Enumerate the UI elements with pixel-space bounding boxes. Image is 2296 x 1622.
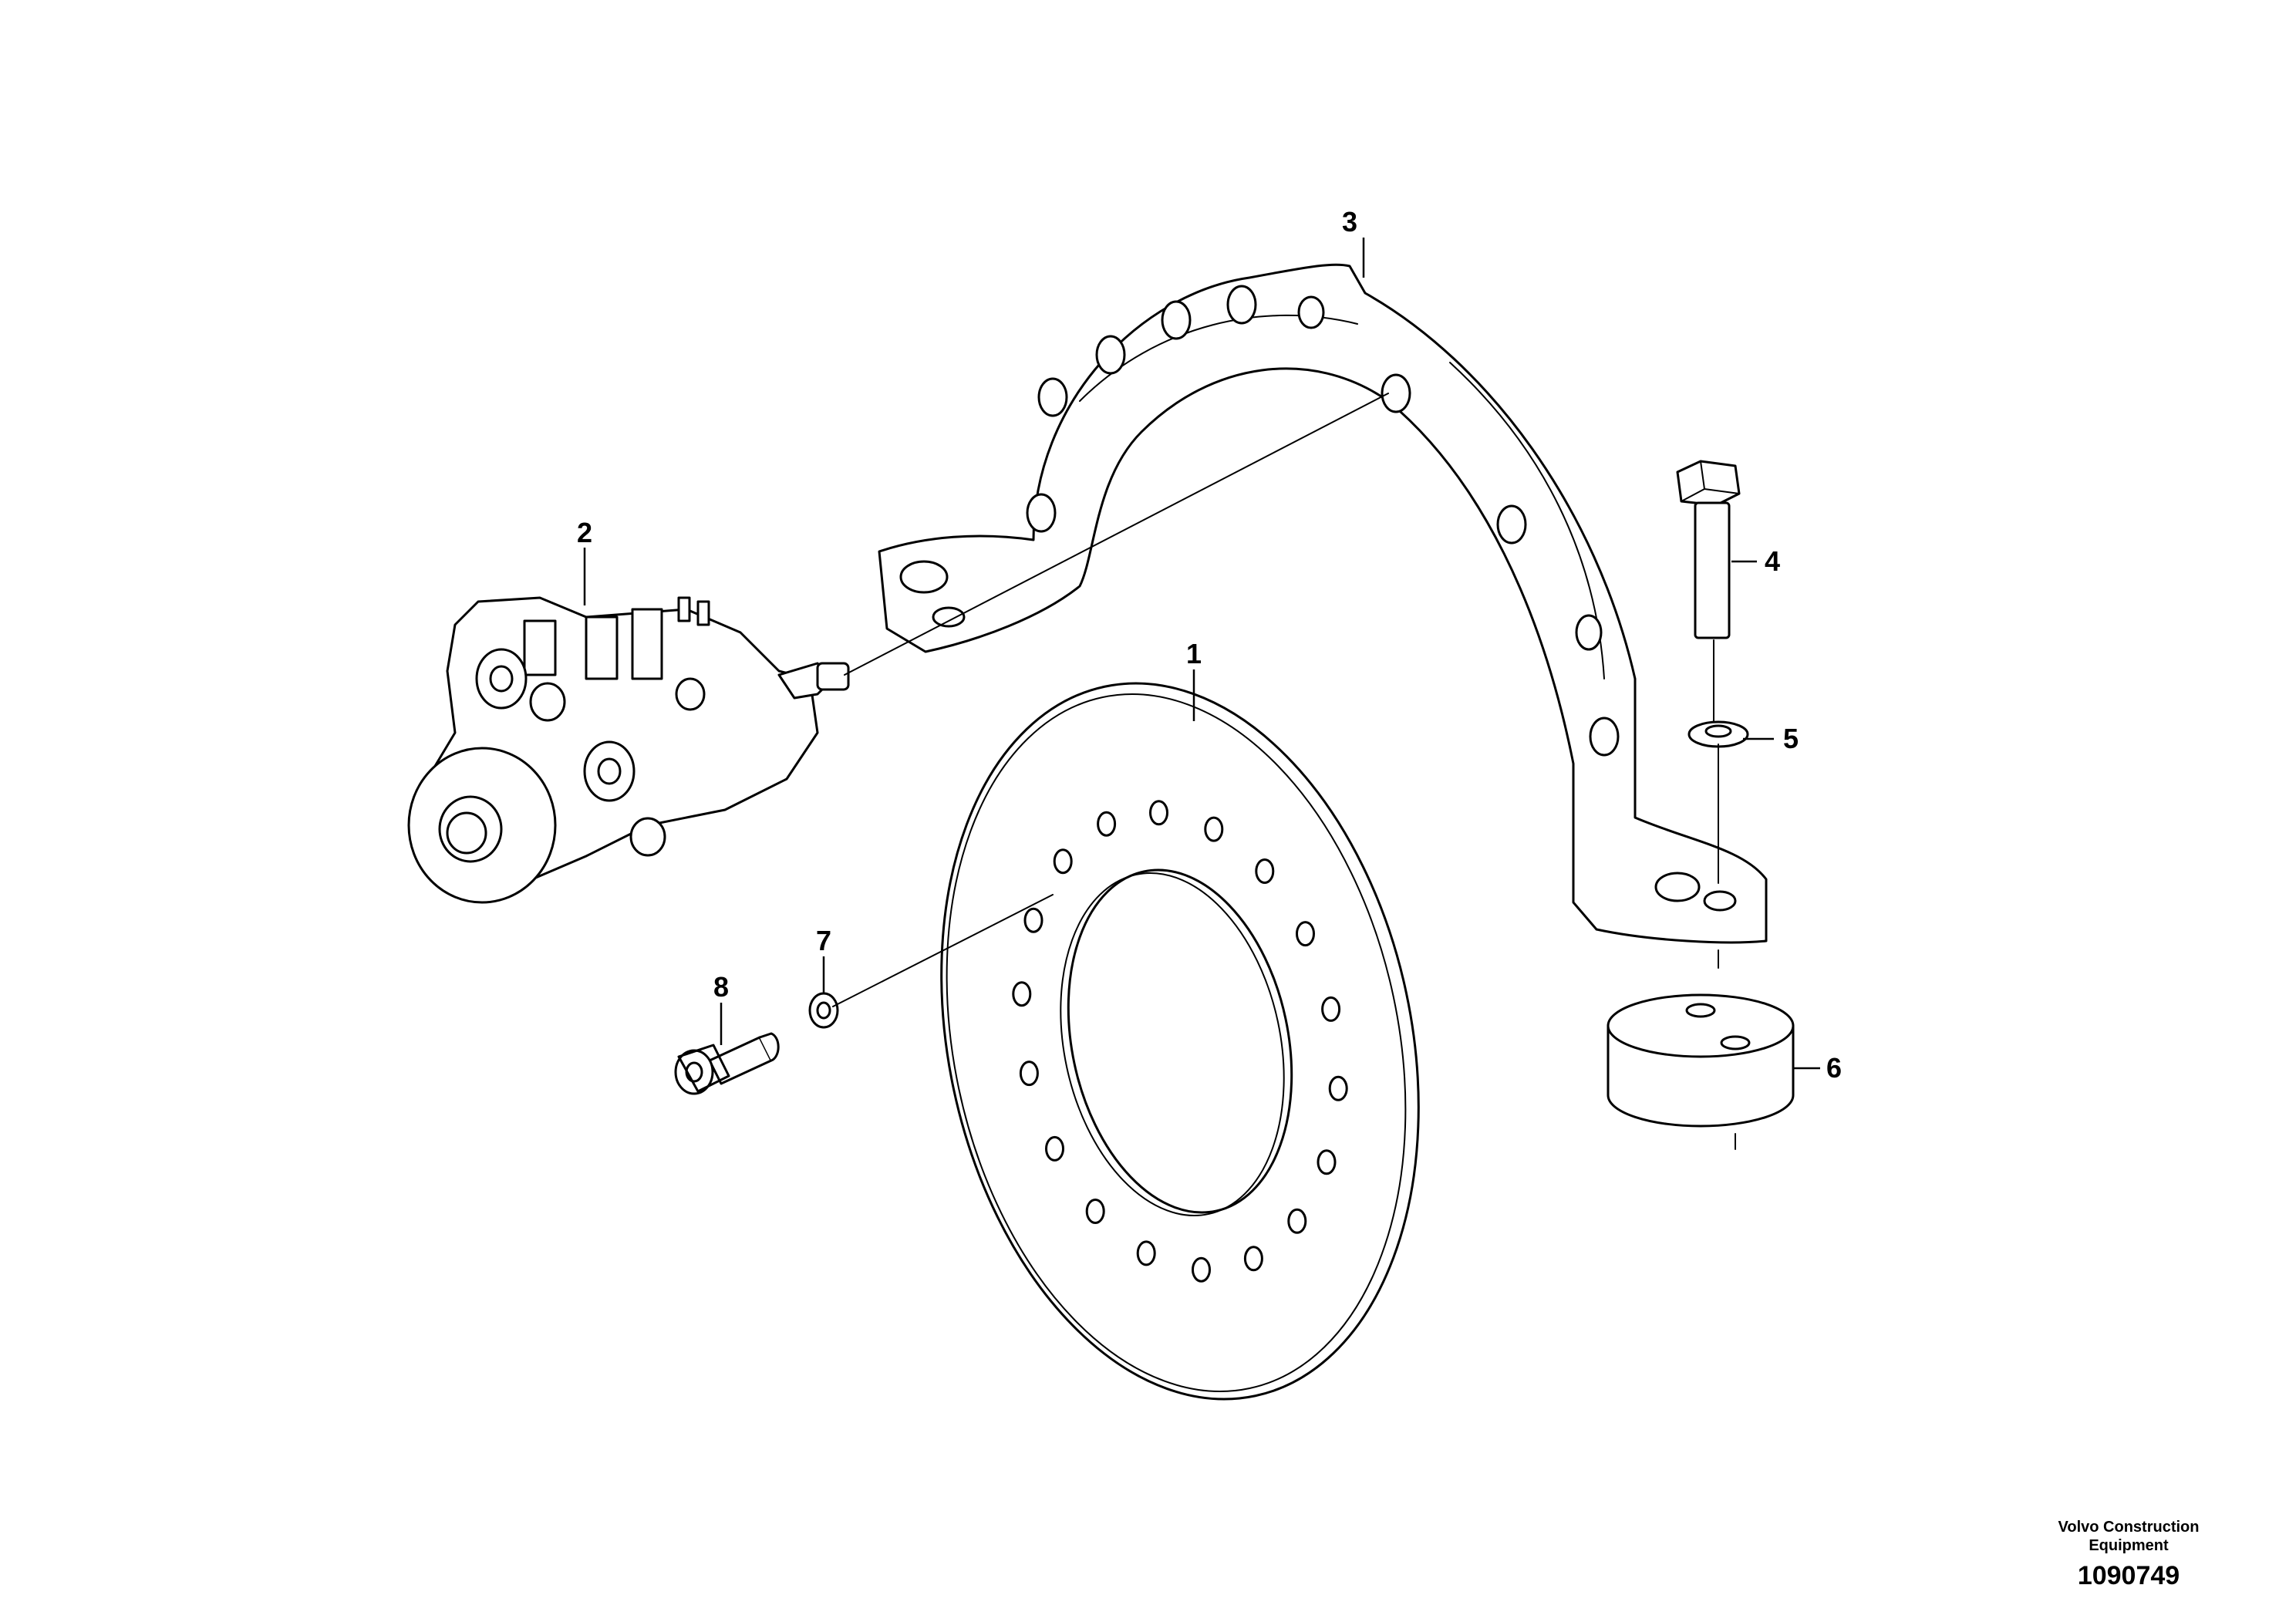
part-1-brake-disc	[940, 682, 1420, 1401]
disc-bolt-hole	[1317, 1149, 1337, 1175]
disc-bolt-hole	[1023, 907, 1043, 933]
disc-bolt-hole	[1287, 1208, 1307, 1234]
drawing-number: 1090749	[2077, 1561, 2180, 1590]
callout-1: 1	[1186, 638, 1202, 669]
callout-6: 6	[1826, 1052, 1842, 1084]
disc-bolt-hole	[1192, 1256, 1211, 1283]
part-5-washer	[1687, 720, 1749, 748]
part-3-bracket	[878, 263, 1768, 944]
assembly-lines	[832, 393, 1736, 1150]
part-6-spacer	[1607, 993, 1795, 1128]
disc-bolt-holes	[1012, 800, 1348, 1283]
disc-bolt-hole	[1255, 858, 1275, 884]
brand-line-1: Volvo Construction	[2058, 1519, 2200, 1536]
disc-bolt-hole	[1019, 1061, 1039, 1087]
part-4-hex-bolt	[1676, 460, 1741, 639]
callout-7: 7	[816, 925, 831, 956]
disc-bolt-hole	[1136, 1240, 1156, 1266]
part-7-washer	[808, 992, 839, 1029]
callout-8: 8	[713, 971, 729, 1003]
disc-bolt-hole	[1328, 1075, 1348, 1101]
disc-bolt-hole	[1204, 816, 1224, 842]
disc-bolt-hole	[1243, 1246, 1263, 1272]
part-2-brake-caliper	[407, 596, 850, 904]
disc-bolt-hole	[1085, 1199, 1105, 1224]
callout-3: 3	[1342, 206, 1357, 238]
disc-bolt-hole	[1296, 921, 1315, 947]
disc-bolt-hole	[1321, 996, 1341, 1022]
brand-line-2: Equipment	[2089, 1537, 2169, 1554]
callout-2: 2	[577, 517, 592, 548]
callout-4: 4	[1765, 545, 1780, 577]
disc-bolt-hole	[1097, 811, 1117, 837]
leader-lines	[583, 238, 1820, 1070]
disc-bolt-hole	[1045, 1135, 1064, 1162]
disc-bolt-hole	[1012, 981, 1032, 1007]
callout-labels: 1 2 3 4 5 6 7 8	[577, 206, 1842, 1084]
footer-brand-block: Volvo Construction Equipment 1090749	[2001, 1518, 2256, 1591]
disc-bolt-hole	[1053, 848, 1073, 875]
bracket-bolt-holes	[1026, 285, 1620, 757]
callout-5: 5	[1783, 723, 1799, 754]
part-8-cap-screw	[674, 1032, 780, 1095]
disc-bolt-hole	[1149, 800, 1168, 826]
